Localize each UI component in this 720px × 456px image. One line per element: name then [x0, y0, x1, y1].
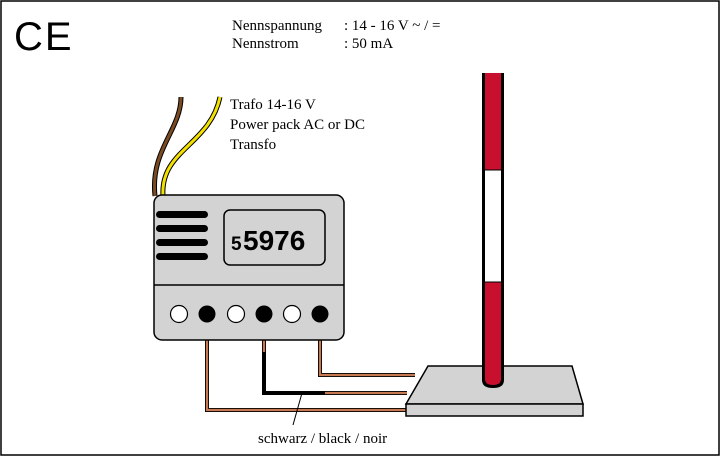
brown-wire-fill — [152, 96, 183, 197]
decoder-module: 5 5976 — [153, 194, 345, 341]
ce-mark: CE — [14, 15, 74, 59]
module-number-prefix: 5 — [231, 234, 242, 255]
voltage-label: Nennspannung — [232, 18, 322, 34]
vent-slot — [156, 253, 208, 260]
wire-label: schwarz / black / noir — [258, 431, 387, 447]
pole-red-top — [485, 73, 501, 170]
wire-left-fill — [205, 313, 407, 412]
terminal-6 — [311, 305, 329, 323]
current-label: Nennstrom — [232, 36, 299, 52]
power-line-1: Trafo 14-16 V — [230, 97, 316, 113]
barrier-base — [404, 365, 584, 417]
terminal-1 — [169, 304, 189, 324]
yellow-wire-fill — [161, 96, 222, 197]
terminal-5 — [282, 304, 302, 324]
pole-white-band — [485, 170, 501, 282]
barrier-pole — [482, 73, 504, 388]
pole-red-bottom — [485, 282, 501, 385]
vent-slot — [156, 225, 208, 232]
vent-slot — [156, 211, 208, 218]
vent-slot — [156, 239, 208, 246]
terminal-3 — [226, 304, 246, 324]
power-line-3: Transfo — [230, 137, 276, 153]
voltage-value: : 14 - 16 V ~ / = — [344, 18, 440, 34]
terminal-4 — [255, 305, 273, 323]
power-line-2: Power pack AC or DC — [230, 117, 365, 133]
terminal-2 — [198, 305, 216, 323]
current-value: : 50 mA — [344, 36, 393, 52]
label-leader — [292, 392, 303, 426]
module-label-window — [223, 209, 326, 266]
supply-wires — [151, 96, 223, 197]
base-front — [405, 403, 584, 417]
module-number: 5976 — [243, 225, 305, 256]
